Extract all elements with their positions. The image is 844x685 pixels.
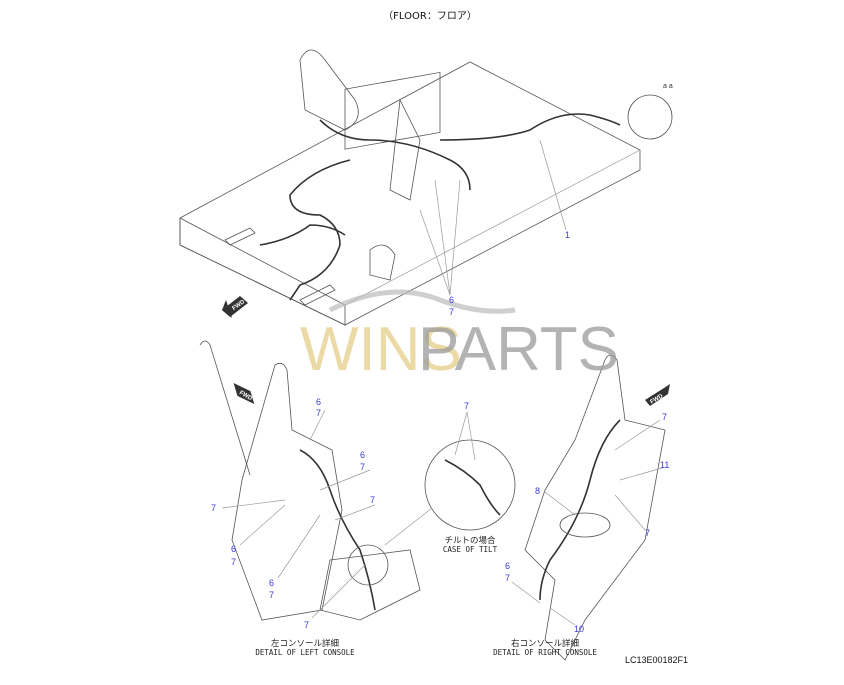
left-console-caption-en: DETAIL OF LEFT CONSOLE	[255, 648, 355, 657]
callout-7: 7	[360, 462, 365, 472]
callout-6: 6	[360, 450, 365, 460]
callout-6: 6	[316, 397, 321, 407]
callout-7: 7	[464, 401, 469, 411]
callout-7: 7	[304, 620, 309, 630]
fwd-arrow-left: FWD	[233, 383, 255, 404]
callout-7: 7	[231, 557, 236, 567]
watermark-part2: PARTS	[418, 315, 619, 384]
callout-7: 7	[662, 412, 667, 422]
callout-7: 7	[370, 495, 375, 505]
callout-7: 7	[316, 408, 321, 418]
left-console-caption-jp: 左コンソール詳細	[271, 638, 339, 649]
right-console-caption-en: DETAIL OF RIGHT CONSOLE	[493, 648, 597, 657]
fwd-arrow-right: FWD	[645, 384, 670, 406]
callout-6: 6	[449, 295, 454, 305]
wire-harness: a a	[259, 83, 673, 301]
tilt-detail-drawing	[384, 411, 516, 546]
callout-7: 7	[505, 573, 510, 583]
callout-6: 6	[505, 561, 510, 571]
callout-6: 6	[269, 578, 274, 588]
callout-7: 7	[211, 503, 216, 513]
watermark-logo: WINS PARTS	[300, 289, 619, 384]
callout-1: 1	[565, 230, 570, 240]
callout-8: 8	[535, 486, 540, 496]
callout-6: 6	[231, 544, 236, 554]
fwd-arrow-top: FWD	[222, 296, 248, 318]
tilt-caption-en: CASE OF TILT	[443, 545, 498, 554]
callout-7: 7	[449, 307, 454, 317]
callout-11: 11	[660, 460, 669, 470]
right-console-caption-jp: 右コンソール詳細	[511, 638, 579, 649]
drawing-code: LC13E00182F1	[625, 655, 688, 665]
watermark-part1: WINS	[300, 315, 462, 384]
right-console-drawing	[511, 354, 666, 661]
callout-7: 7	[269, 590, 274, 600]
detail-marker: a a	[663, 83, 673, 90]
callout-numbers: 1 6 7 6 7 6 7 7 7 6 7 6 7 7 7 7 11 8 7 6…	[211, 230, 669, 634]
tilt-caption-jp: チルトの場合	[444, 535, 496, 546]
diagram-title: （FLOOR：フロア）	[383, 10, 477, 22]
left-console-drawing	[199, 340, 421, 621]
callout-7: 7	[645, 528, 650, 538]
floor-plate-drawing	[179, 49, 641, 326]
callout-10: 10	[574, 624, 584, 634]
